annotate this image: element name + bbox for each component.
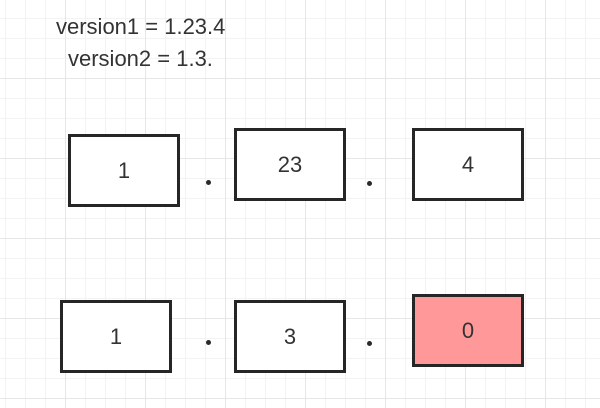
version2-segment-1: 1 bbox=[60, 300, 172, 373]
version2-label: version2 = 1.3. bbox=[68, 46, 213, 71]
version1-segment-2: 23 bbox=[234, 128, 346, 201]
version2-segment-2: 3 bbox=[234, 300, 346, 373]
version1-segment-3: 4 bbox=[412, 128, 524, 201]
version1-label: version1 = 1.23.4 bbox=[56, 14, 226, 39]
version2-separator-1 bbox=[206, 340, 211, 345]
version1-separator-2 bbox=[367, 181, 372, 186]
version1-segment-1: 1 bbox=[68, 134, 180, 207]
version1-separator-1 bbox=[206, 180, 211, 185]
version2-separator-2 bbox=[367, 341, 372, 346]
version2-segment-3-padded: 0 bbox=[412, 294, 524, 367]
